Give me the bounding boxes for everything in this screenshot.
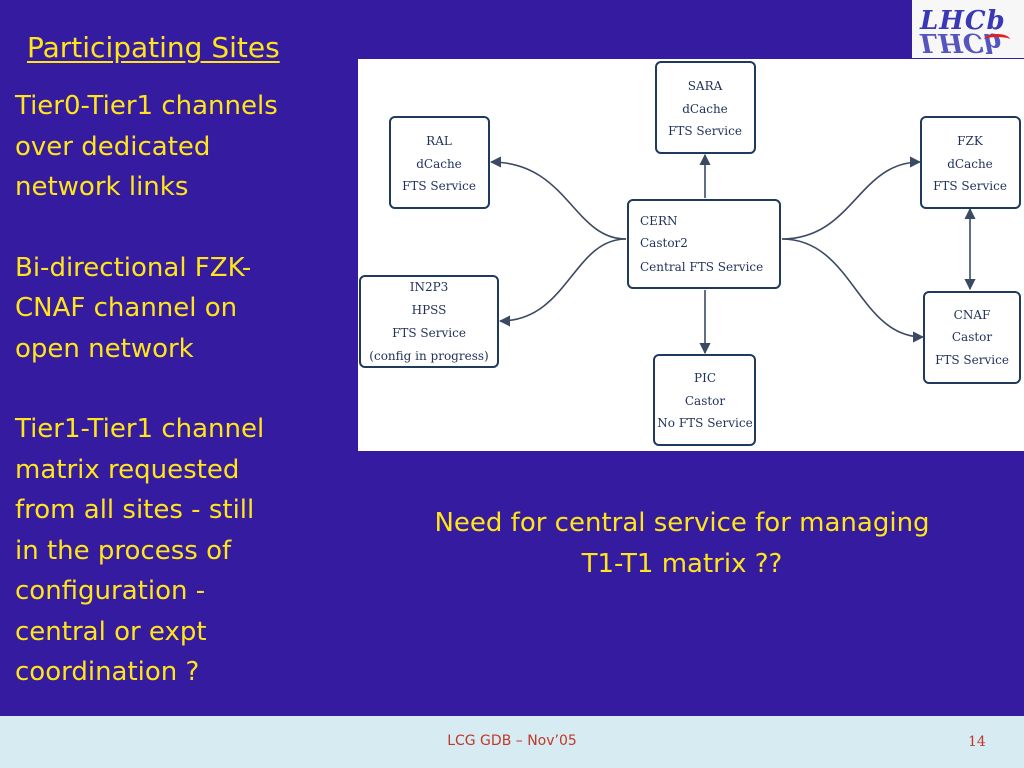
node-in2p3-line3: FTS Service <box>392 326 466 340</box>
node-cern-line2: Castor2 <box>640 236 688 250</box>
node-ral: RAL dCache FTS Service <box>389 116 490 209</box>
node-cern-line1: CERN <box>640 214 677 228</box>
node-in2p3-line4: (config in progress) <box>369 349 488 363</box>
edge-cern-in2p3 <box>498 238 627 327</box>
question-text: Need for central service for managing T1… <box>434 508 930 579</box>
node-fzk: FZK dCache FTS Service <box>920 116 1021 209</box>
node-fzk-line1: FZK <box>957 134 984 148</box>
page-number: 14 <box>968 734 986 750</box>
logo-text: LHCb <box>920 6 1006 36</box>
node-in2p3: IN2P3 HPSS FTS Service (config in progre… <box>359 275 499 368</box>
node-pic-line3: No FTS Service <box>657 416 752 430</box>
node-pic: PIC Castor No FTS Service <box>653 354 756 446</box>
node-fzk-line3: FTS Service <box>933 179 1007 193</box>
bullet-item: Tier1-Tier1 channel matrix requested fro… <box>15 414 265 687</box>
site-network-diagram: SARA dCache FTS Service RAL dCache FTS S… <box>358 59 1024 451</box>
node-cern-line3: Central FTS Service <box>640 260 763 274</box>
node-ral-line3: FTS Service <box>402 179 476 193</box>
node-sara-line3: FTS Service <box>668 124 742 138</box>
logo-swoosh <box>984 34 1010 45</box>
slide-title: Participating Sites <box>27 31 280 64</box>
edge-cern-fzk <box>781 156 922 240</box>
node-fzk-line2: dCache <box>947 157 993 171</box>
node-cern: CERN Castor2 Central FTS Service <box>627 199 781 289</box>
node-cnaf-line3: FTS Service <box>935 353 1009 367</box>
edge-cern-ral <box>489 156 627 240</box>
lhcb-logo: LHCb LHCb <box>912 0 1024 58</box>
node-sara: SARA dCache FTS Service <box>655 61 756 154</box>
node-cnaf-line1: CNAF <box>954 308 991 322</box>
bullet-item: Tier0-Tier1 channels over dedicated netw… <box>15 91 278 202</box>
bullet-item: Bi-directional FZK- CNAF channel on open… <box>15 252 252 364</box>
node-in2p3-line1: IN2P3 <box>410 280 449 294</box>
node-pic-line1: PIC <box>694 371 716 385</box>
node-pic-line2: Castor <box>685 394 726 408</box>
node-sara-line2: dCache <box>682 102 728 116</box>
diagram-edges <box>489 153 976 355</box>
footer-text: LCG GDB – Nov’05 <box>447 733 577 749</box>
node-ral-line1: RAL <box>426 134 452 148</box>
footer-bar: LCG GDB – Nov’05 14 <box>0 716 1024 768</box>
node-ral-line2: dCache <box>416 157 462 171</box>
node-cnaf-line2: Castor <box>952 330 993 344</box>
node-cnaf: CNAF Castor FTS Service <box>923 291 1021 384</box>
bullet-list: Tier0-Tier1 channels over dedicated netw… <box>15 86 355 733</box>
edge-cern-cnaf <box>781 238 925 343</box>
node-sara-line1: SARA <box>688 79 723 93</box>
node-in2p3-line2: HPSS <box>412 303 447 317</box>
